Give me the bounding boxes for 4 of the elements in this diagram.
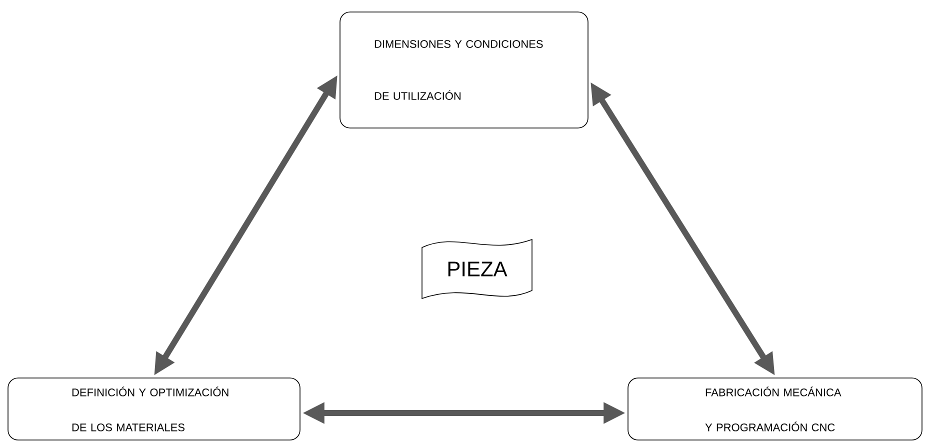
banner: PIEZA [422,239,532,299]
process-box: DEFINICIÓN Y OPTIMIZACIÓN DE LOS MATERIALES [8,378,300,440]
process-box: DIMENSIONES Y CONDICIONES DE UTILIZACIÓN [340,12,588,128]
process-box: FABRICACIÓN MECÁNICA Y PROGRAMACIÓN CNC [628,378,922,440]
